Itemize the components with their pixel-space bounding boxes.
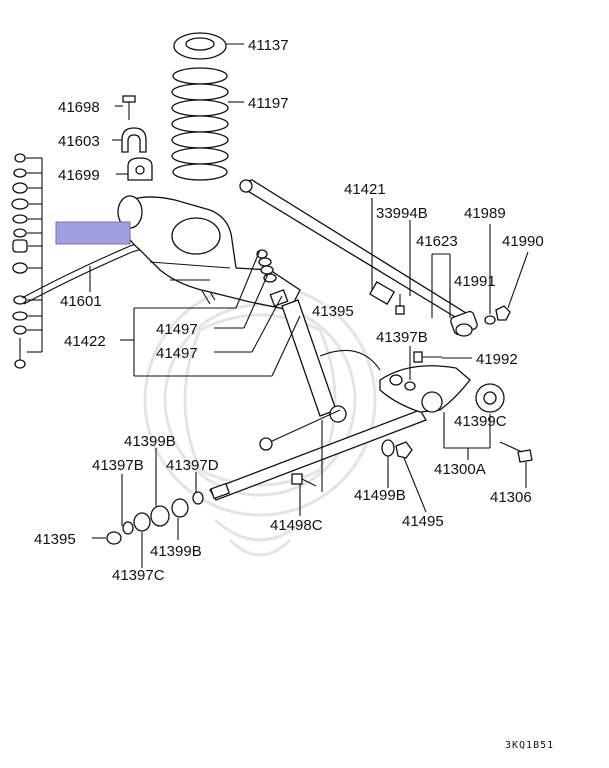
stabilizer-bushing-part[interactable] xyxy=(127,157,153,181)
label-41495[interactable]: 41495 xyxy=(402,513,444,530)
label-41699[interactable]: 41699 xyxy=(58,167,100,184)
label-41399c[interactable]: 41399C xyxy=(454,413,507,430)
label-41137[interactable]: 41137 xyxy=(248,37,289,54)
stack-bracket xyxy=(26,157,43,353)
label-41499b[interactable]: 41499B xyxy=(354,487,406,504)
bolt-41306-part[interactable] xyxy=(499,441,533,463)
label-33994b[interactable]: 33994B xyxy=(376,205,428,222)
coil-spring-part[interactable] xyxy=(171,67,229,181)
label-41497-b[interactable]: 41497 xyxy=(156,345,198,362)
label-41989[interactable]: 41989 xyxy=(464,205,506,222)
label-41698[interactable]: 41698 xyxy=(58,99,100,116)
label-41399b-bottom[interactable]: 41399B xyxy=(150,543,202,560)
label-41601[interactable]: 41601 xyxy=(60,293,102,310)
end-bushing-part[interactable] xyxy=(450,310,479,337)
label-41197[interactable]: 41197 xyxy=(248,95,289,112)
diagram-code: 3KQ1B51 xyxy=(505,740,554,751)
label-41992[interactable]: 41992 xyxy=(476,351,518,368)
label-41399b-top[interactable]: 41399B xyxy=(124,433,176,450)
bushing-41399c-part[interactable] xyxy=(475,383,505,413)
shock-absorber-part[interactable] xyxy=(256,249,347,423)
axle-housing-part[interactable] xyxy=(117,195,301,311)
nut-41990-part[interactable] xyxy=(495,305,511,321)
label-41603[interactable]: 41603 xyxy=(58,133,100,150)
label-41990[interactable]: 41990 xyxy=(502,233,544,250)
label-41397d[interactable]: 41397D xyxy=(166,457,219,474)
label-41395-top[interactable]: 41395 xyxy=(312,303,354,320)
label-41421[interactable]: 41421 xyxy=(344,181,386,198)
label-41497-a[interactable]: 41497 xyxy=(156,321,198,338)
label-41422[interactable]: 41422 xyxy=(64,333,106,350)
bracket-41422 xyxy=(120,249,301,377)
label-41300a[interactable]: 41300A xyxy=(434,461,486,478)
label-41397c[interactable]: 41397C xyxy=(112,567,165,584)
nut-41495-part[interactable] xyxy=(395,441,413,459)
bolt-33994b-part[interactable] xyxy=(395,294,405,315)
lower-arm-part[interactable] xyxy=(209,349,471,501)
label-41498c[interactable]: 41498C xyxy=(270,517,323,534)
stabilizer-link-stack[interactable] xyxy=(11,153,29,369)
bolt-41698-part[interactable] xyxy=(122,95,136,120)
lower-bushing-stack[interactable] xyxy=(106,491,204,545)
label-41397b-top[interactable]: 41397B xyxy=(376,329,428,346)
label-41623[interactable]: 41623 xyxy=(416,233,458,250)
highlight-box xyxy=(55,221,131,245)
washer-41499b-part[interactable] xyxy=(381,439,395,457)
label-41306[interactable]: 41306 xyxy=(490,489,532,506)
spring-seat-part[interactable] xyxy=(173,32,227,60)
bolt-41992-part[interactable] xyxy=(413,351,442,363)
bolt-41498c-part[interactable] xyxy=(291,473,317,487)
bracket-41300a xyxy=(443,412,491,460)
nut-41397b-top-part[interactable] xyxy=(389,374,416,391)
label-41991[interactable]: 41991 xyxy=(454,273,496,290)
label-41397b-left[interactable]: 41397B xyxy=(92,457,144,474)
label-41395-bottom[interactable]: 41395 xyxy=(34,531,76,548)
stabilizer-clamp-part[interactable] xyxy=(121,127,147,153)
washer-41989-part[interactable] xyxy=(484,315,496,325)
